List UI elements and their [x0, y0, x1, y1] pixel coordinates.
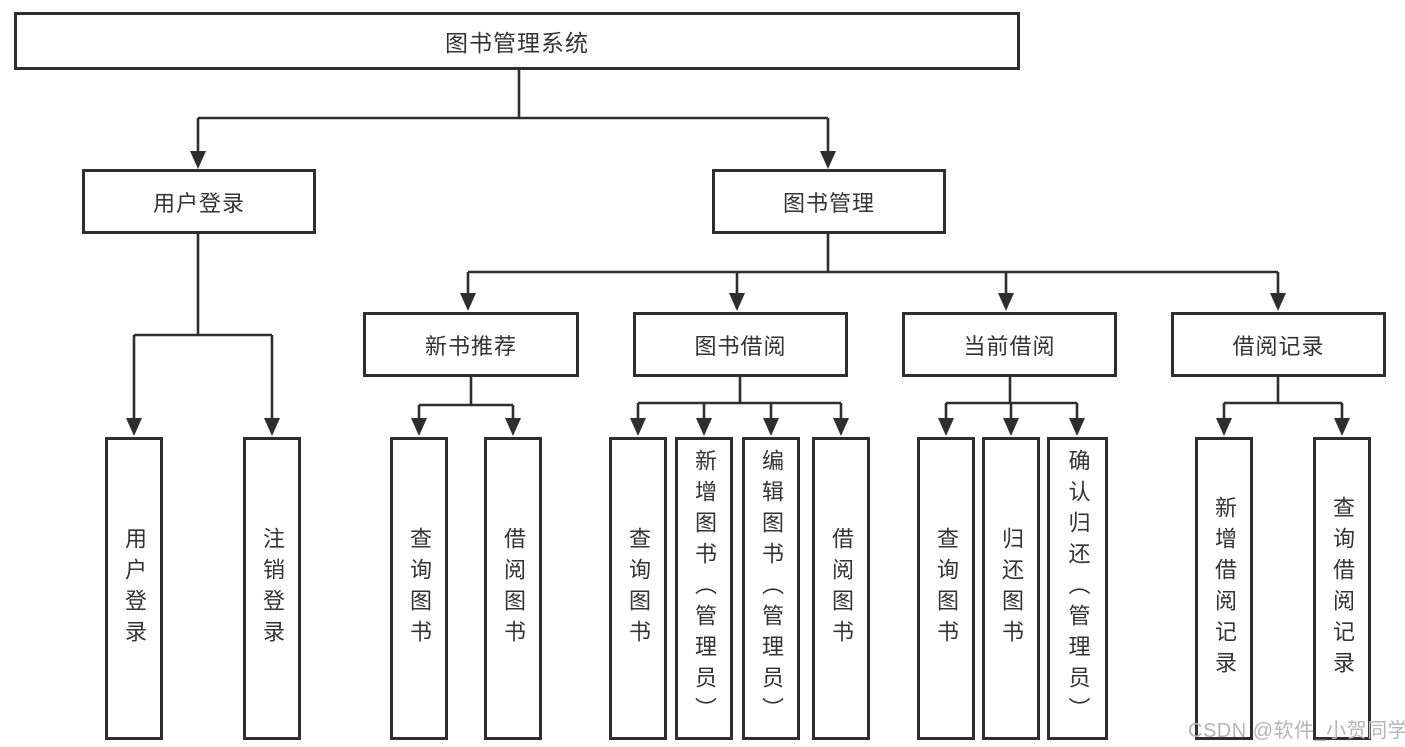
node-new-book-recommendation: 新书推荐: [363, 312, 579, 377]
node-label: 借阅图书: [501, 526, 526, 651]
leaf-add-borrow-record: 新增借阅记录: [1195, 437, 1253, 740]
node-library-management-system: 图书管理系统: [14, 12, 1020, 70]
leaf-user-login: 用户登录: [105, 437, 163, 740]
leaf-edit-books-admin: 编辑图书（管理员）: [742, 437, 800, 740]
leaf-query-books-borrowing: 查询图书: [609, 437, 667, 740]
node-label: 查询图书: [934, 526, 959, 651]
leaf-query-books-current: 查询图书: [917, 437, 975, 740]
node-label: 新增图书（管理员）: [692, 449, 717, 728]
node-label: 新增借阅记录: [1212, 495, 1237, 682]
node-book-management: 图书管理: [712, 169, 946, 234]
node-label: 当前借阅: [963, 333, 1056, 359]
node-label: 注销登录: [260, 526, 285, 651]
node-label: 查询图书: [407, 526, 432, 651]
leaf-logout: 注销登录: [243, 437, 301, 740]
leaf-borrow-books: 借阅图书: [812, 437, 870, 740]
node-book-borrowing: 图书借阅: [633, 312, 848, 377]
node-label: 查询借阅记录: [1330, 495, 1355, 682]
leaf-return-books: 归还图书: [982, 437, 1040, 740]
node-label: 图书管理系统: [445, 30, 589, 56]
csdn-watermark: CSDN @软件_小贺同学: [1188, 720, 1405, 742]
node-label: 确认归还（管理员）: [1065, 449, 1091, 728]
node-borrowing-records: 借阅记录: [1171, 312, 1386, 377]
node-label: 新书推荐: [424, 333, 517, 359]
node-label: 图书管理: [782, 190, 875, 216]
node-label: 借阅记录: [1232, 333, 1325, 359]
node-user-login: 用户登录: [82, 169, 316, 234]
leaf-add-books-admin: 新增图书（管理员）: [675, 437, 733, 740]
leaf-borrow-books-recommend: 借阅图书: [484, 437, 542, 740]
leaf-query-books-recommend: 查询图书: [390, 437, 448, 740]
node-label: 编辑图书（管理员）: [759, 449, 784, 728]
node-current-borrowing: 当前借阅: [902, 312, 1117, 377]
node-label: 归还图书: [999, 526, 1024, 651]
node-label: 借阅图书: [829, 526, 854, 651]
node-label: 用户登录: [122, 526, 147, 651]
leaf-confirm-return-admin: 确认归还（管理员）: [1047, 437, 1108, 740]
node-label: 查询图书: [626, 526, 651, 651]
leaf-query-borrow-record: 查询借阅记录: [1313, 437, 1371, 740]
node-label: 图书借阅: [694, 333, 787, 359]
node-label: 用户登录: [152, 190, 245, 216]
